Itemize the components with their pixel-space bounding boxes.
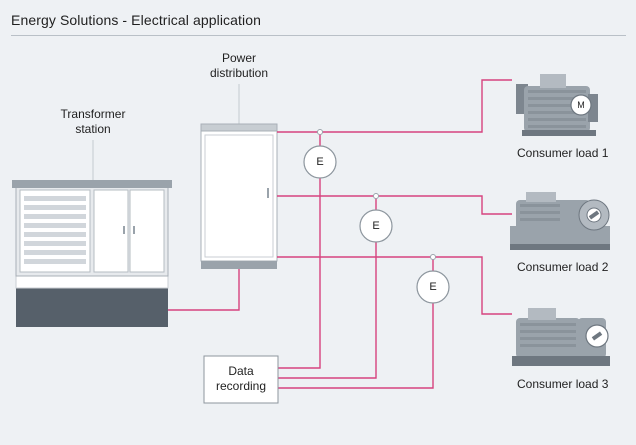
consumer-load-1-label: Consumer load 1 [517, 146, 609, 160]
energy-meter-2 [359, 209, 393, 243]
meter-3-symbol: E [429, 281, 436, 293]
feed-line [168, 269, 240, 311]
transformer-vent-slats [24, 196, 86, 264]
power-distribution-label: Power distribution [209, 51, 269, 80]
transformer-door-right [129, 189, 165, 273]
energy-meter-1 [303, 145, 337, 179]
meter-1-symbol: E [316, 156, 323, 168]
transformer-door-left [93, 189, 129, 273]
transformer-roof [12, 180, 172, 188]
transformer-base [16, 287, 168, 327]
energy-meter-3 [416, 270, 450, 304]
meter-2-symbol: E [372, 220, 379, 232]
feeder-line-3 [277, 256, 512, 315]
feeder-line-1 [277, 79, 512, 133]
page-title: Energy Solutions - Electrical applicatio… [11, 12, 262, 28]
pump-icon-1 [510, 192, 610, 250]
feeder-line-2 [277, 195, 512, 215]
title-divider [11, 35, 626, 36]
motor-icon [516, 74, 598, 136]
transformer-station-label: Transformer station [60, 107, 126, 136]
motor-symbol: M [577, 100, 585, 110]
transformer-vent-panel [19, 189, 91, 273]
pump-icon-2 [512, 308, 610, 366]
junction-dots [317, 129, 436, 260]
transformer-station [12, 180, 172, 327]
data-recording-label: Data recording [215, 364, 267, 393]
data-recording-box [203, 355, 279, 404]
wiring [168, 79, 512, 389]
power-distribution-cabinet [200, 123, 278, 269]
consumer-load-3-label: Consumer load 3 [517, 377, 609, 391]
consumer-load-2-label: Consumer load 2 [517, 260, 609, 274]
transformer-plinth [15, 275, 169, 289]
